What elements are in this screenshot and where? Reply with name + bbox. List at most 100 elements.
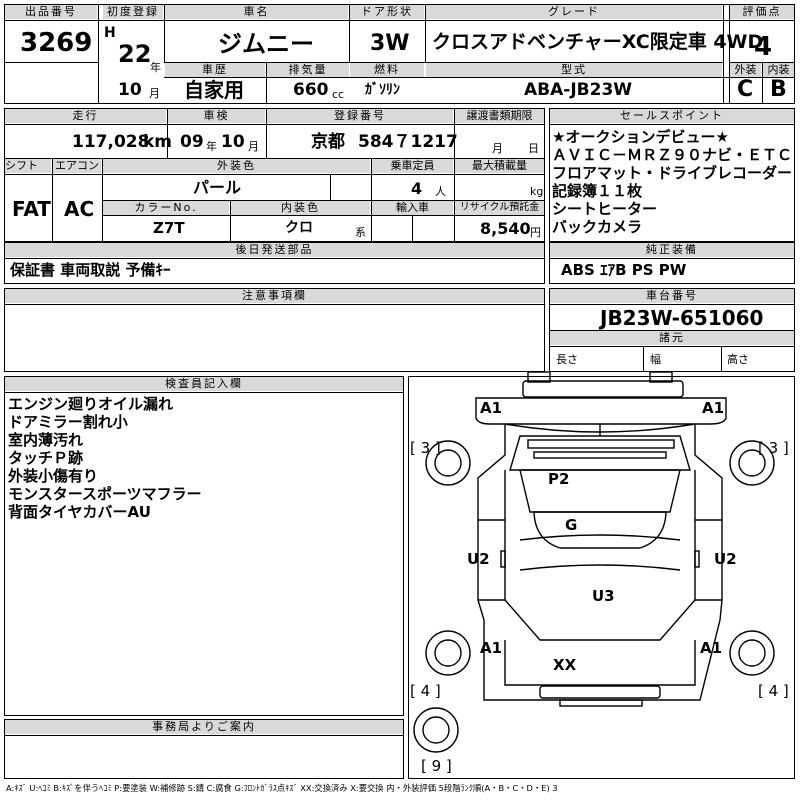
inspector-note: 室内薄汚れ — [8, 431, 84, 449]
cabin — [504, 470, 696, 641]
mileage-unit: km — [143, 132, 173, 152]
delivery-day-unit: 日 — [528, 142, 539, 155]
front-grille — [522, 380, 684, 398]
damage-floor: U3 — [592, 587, 615, 605]
sales-points-block — [549, 108, 795, 242]
delivery-deadline-header: 譲渡書類期限 — [455, 109, 544, 123]
sales-point: バックカメラ — [552, 218, 643, 236]
rear-bumper — [539, 685, 661, 699]
damage-rear-left: A1 — [480, 639, 503, 657]
recycle-unit: 円 — [530, 226, 541, 239]
sales-point: ＡＶＩＣ－ＭＲＺ９０ナビ・ＥＴＣ — [552, 146, 793, 164]
damage-roof: P2 — [548, 470, 570, 488]
lot-number-header: 出品番号 — [5, 5, 97, 19]
inspection-header: 車検 — [168, 109, 265, 123]
inspector-header: 検査員記入欄 — [5, 377, 403, 391]
vehicle-detail-block — [4, 108, 545, 242]
inspector-note: エンジン廻りオイル漏れ — [8, 395, 174, 413]
inspection-month-unit: 月 — [248, 140, 259, 153]
first-registration-month: 10 — [118, 80, 142, 100]
first-registration-header: 初度登録 — [103, 5, 163, 19]
fuel: ｶﾞｿﾘﾝ — [365, 82, 400, 98]
color-number-header: カラーNo. — [103, 201, 229, 215]
inspector-note: 背面タイヤカバーAU — [8, 503, 151, 521]
sales-point: フロアマット・ドライブレコーダー — [552, 164, 793, 182]
damage-left-side: U2 — [467, 550, 490, 568]
chassis-number: JB23W-651060 — [600, 306, 764, 330]
sales-point: ★オークションデビュー★ — [552, 128, 729, 146]
left-side-panel — [478, 519, 505, 601]
spec-header: 諸元 — [550, 331, 794, 345]
spare-tire-label: [ 9 ] — [421, 757, 452, 775]
length-label: 長さ — [556, 353, 578, 366]
lot-number: 3269 — [20, 28, 93, 58]
inspector-note: 外装小傷有り — [8, 467, 99, 485]
later-parts: 保証書 車両取説 予備ｷｰ — [10, 261, 171, 279]
right-side-panel — [695, 519, 722, 601]
wheel-rear-right — [729, 630, 775, 676]
import-header: 輸入車 — [372, 201, 453, 215]
shift-header: シフト — [5, 159, 51, 173]
notes-header: 注意事項欄 — [5, 289, 544, 303]
inspector-notes-list: エンジン廻りオイル漏れ ドアミラー割れ小 室内薄汚れ タッチＰ跡 外装小傷有り … — [8, 395, 202, 521]
recycle-deposit: 8,540 — [480, 219, 531, 238]
car-history: 自家用 — [184, 78, 244, 102]
model-code: ABA-JB23W — [524, 80, 633, 100]
sales-points-header: セールスポイント — [550, 109, 794, 123]
grade-header: グレード — [426, 5, 722, 19]
rear-section — [504, 640, 696, 686]
inspector-note: モンスタースポーツマフラー — [8, 485, 202, 503]
roof — [519, 469, 681, 513]
damage-glass: G — [565, 516, 578, 534]
windshield — [509, 435, 691, 471]
max-load-unit: kg — [530, 185, 544, 198]
interior-score: B — [770, 77, 787, 102]
inspector-note: ドアミラー割れ小 — [8, 413, 128, 431]
fuel-header: 燃料 — [350, 63, 424, 77]
delivery-month-unit: 月 — [492, 142, 503, 155]
door-type: 3W — [370, 31, 410, 56]
tire-front-right: [ 3 ] — [758, 439, 789, 457]
shift: FAT — [12, 197, 51, 221]
registration-place: 京都 — [311, 132, 345, 152]
aircon: AC — [64, 197, 95, 221]
displacement-header: 排気量 — [267, 63, 349, 77]
interior-header: 内装 — [763, 63, 794, 77]
car-name-header: 車名 — [165, 5, 348, 19]
damage-front-right: A1 — [702, 399, 725, 417]
year-unit: 年 — [150, 61, 161, 74]
inspector-block — [4, 376, 404, 716]
later-parts-block — [4, 242, 545, 284]
grade: クロスアドベンチャーXC限定車 4WD — [432, 31, 764, 53]
genuine-equipment: ABS ｴｱB PS PW — [561, 261, 687, 279]
history-header: 車歴 — [165, 63, 265, 77]
tire-rear-left: [ 4 ] — [410, 682, 441, 700]
sales-points-list: ★オークションデビュー★ ＡＶＩＣ－ＭＲＺ９０ナビ・ＥＴＣ フロアマット・ドライ… — [552, 128, 792, 236]
wheel-rear-left — [425, 630, 471, 676]
max-load-header: 最大積載量 — [455, 159, 544, 173]
spare-tire — [413, 707, 459, 753]
capacity: 4 — [411, 179, 423, 198]
later-parts-header: 後日発送部品 — [5, 243, 544, 257]
interior-color-header: 内装色 — [231, 201, 370, 215]
mileage-header: 走行 — [5, 109, 166, 123]
exterior-score: C — [737, 77, 754, 102]
score-header: 評価点 — [730, 5, 794, 19]
body-outline — [477, 424, 723, 701]
first-registration-year: 22 — [118, 40, 152, 68]
registration-number: 584７1217 — [358, 132, 458, 152]
office-notice-block — [4, 719, 404, 779]
inspection-year-unit: 年 — [206, 140, 217, 153]
legend-footer: A:ｷｽﾞ U:ﾍｺﾐ B:ｷｽﾞを伴うﾍｺﾐ P:要塗装 W:補修跡 S:錆 … — [6, 783, 558, 793]
recycle-header: リサイクル預託金 — [455, 201, 544, 215]
car-name: ジムニー — [218, 30, 314, 58]
displacement: 660 — [293, 80, 329, 100]
inspector-note: タッチＰ跡 — [8, 449, 84, 467]
month-unit: 月 — [149, 87, 160, 100]
mileage: 117,028 — [72, 132, 150, 152]
height-label: 高さ — [727, 353, 749, 366]
registration-number-header: 登録番号 — [267, 109, 453, 123]
era: H — [104, 25, 116, 41]
wheel-front-left — [425, 440, 471, 486]
